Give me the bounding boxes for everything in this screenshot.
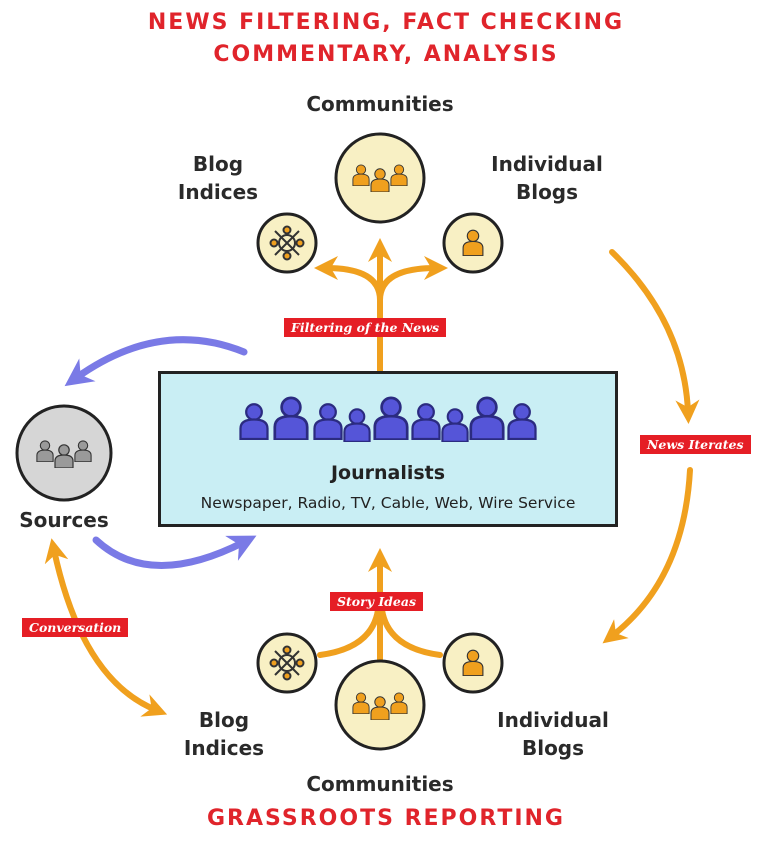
arrow-to-top-blog-indices	[314, 256, 383, 303]
blue-arrows	[64, 336, 257, 569]
top-blog-indices-label: Blog Indices	[158, 150, 278, 206]
bottom-blog-indices-label-line2: Indices	[183, 736, 265, 760]
top-individual-blogs-label: Individual Blogs	[472, 150, 622, 206]
tag-news-iterates: News Iterates	[640, 435, 751, 454]
arrow-from-bottom-blog-indices	[317, 607, 381, 658]
journalists-title: Journalists	[330, 462, 446, 484]
arrow-iterates-back	[602, 467, 693, 644]
bottom-blog-indices-label-line1: Blog	[198, 708, 250, 732]
top-communities-node	[334, 132, 426, 224]
bottom-blog-indices-label: Blog Indices	[164, 706, 284, 762]
journalists-subtitle: Newspaper, Radio, TV, Cable, Web, Wire S…	[200, 494, 576, 512]
arrow-to-top-individual-blogs	[377, 256, 448, 303]
journalists-people-icon	[239, 396, 537, 442]
news-iterates-arrows	[602, 249, 700, 644]
sources-node	[15, 404, 113, 502]
bottom-communities-label: Communities	[306, 772, 454, 796]
top-individual-blogs-label-line2: Blogs	[515, 180, 579, 204]
conversation-arrow	[44, 538, 168, 717]
bottom-individual-blogs-node	[442, 632, 504, 694]
arrow-sources-to-journalists	[92, 535, 257, 569]
top-individual-blogs-label-line1: Individual	[491, 152, 603, 176]
bottom-individual-blogs-label: Individual Blogs	[478, 706, 628, 762]
tag-filtering-of-the-news: Filtering of the News	[284, 318, 447, 337]
bottom-individual-blogs-label-line2: Blogs	[521, 736, 585, 760]
sources-label: Sources	[19, 508, 109, 532]
journalists-box: Journalists Newspaper, Radio, TV, Cable,…	[158, 371, 618, 527]
tag-conversation: Conversation	[22, 618, 129, 637]
top-heading-line1: NEWS FILTERING, FACT CHECKING	[147, 10, 625, 35]
top-blog-indices-label-line2: Indices	[177, 180, 259, 204]
arrow-journalists-to-sources	[64, 336, 248, 387]
top-fan-arrows	[314, 238, 448, 375]
bottom-communities-node	[334, 659, 426, 751]
arrow-from-bottom-individual-blogs	[379, 607, 443, 658]
network-icon	[269, 225, 305, 261]
top-blog-indices-label-line1: Blog	[192, 152, 244, 176]
bottom-blog-indices-node	[256, 632, 318, 694]
arrow-iterates-down	[609, 249, 700, 424]
top-individual-blogs-node	[442, 212, 504, 274]
network-icon	[269, 645, 305, 681]
top-communities-label: Communities	[306, 92, 454, 116]
tag-story-ideas: Story Ideas	[330, 592, 424, 611]
top-heading-line2: COMMENTARY, ANALYSIS	[213, 42, 559, 67]
bottom-heading: GRASSROOTS REPORTING	[207, 806, 565, 831]
bottom-individual-blogs-label-line1: Individual	[497, 708, 609, 732]
top-blog-indices-node	[256, 212, 318, 274]
